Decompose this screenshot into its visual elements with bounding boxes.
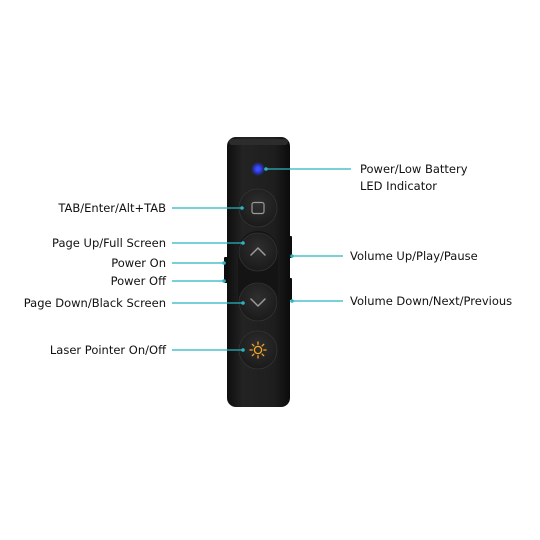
power-switch[interactable] xyxy=(224,257,228,283)
label-page-down: Page Down/Black Screen xyxy=(24,296,166,310)
leader-power-off-dot xyxy=(222,279,226,283)
label-led-line2: LED Indicator xyxy=(360,179,437,193)
leader-volume-down-dot xyxy=(290,299,294,303)
leader-power-on-dot xyxy=(222,261,226,265)
chevron-down-icon xyxy=(250,298,266,307)
leader-tab-dot xyxy=(240,206,244,210)
remote-device xyxy=(224,137,292,407)
volume-down-side-key[interactable] xyxy=(289,278,292,300)
page-up-button[interactable] xyxy=(238,232,278,272)
remote-top-edge xyxy=(229,139,288,145)
leader-lines xyxy=(172,167,351,352)
leader-page-up-dot xyxy=(241,241,245,245)
callout-labels: Power/Low Battery LED Indicator TAB/Ente… xyxy=(24,162,512,357)
sun-icon xyxy=(249,341,267,359)
square-icon xyxy=(251,201,265,215)
leader-led-dot xyxy=(264,167,268,171)
label-volume-down: Volume Down/Next/Previous xyxy=(350,294,512,308)
label-laser: Laser Pointer On/Off xyxy=(50,343,167,357)
volume-up-side-key[interactable] xyxy=(289,236,292,258)
label-volume-up: Volume Up/Play/Pause xyxy=(350,249,478,263)
leader-laser-dot xyxy=(241,348,245,352)
page-down-button[interactable] xyxy=(238,282,278,322)
leader-page-down-dot xyxy=(241,301,245,305)
label-tab: TAB/Enter/Alt+TAB xyxy=(57,201,166,215)
chevron-up-icon xyxy=(250,247,266,256)
tab-button[interactable] xyxy=(238,188,278,228)
label-power-off: Power Off xyxy=(111,274,167,288)
leader-volume-up-dot xyxy=(290,254,294,258)
label-led-line1: Power/Low Battery xyxy=(360,162,468,176)
label-power-on: Power On xyxy=(111,256,166,270)
led-indicator xyxy=(255,166,261,172)
label-page-up: Page Up/Full Screen xyxy=(52,236,166,250)
